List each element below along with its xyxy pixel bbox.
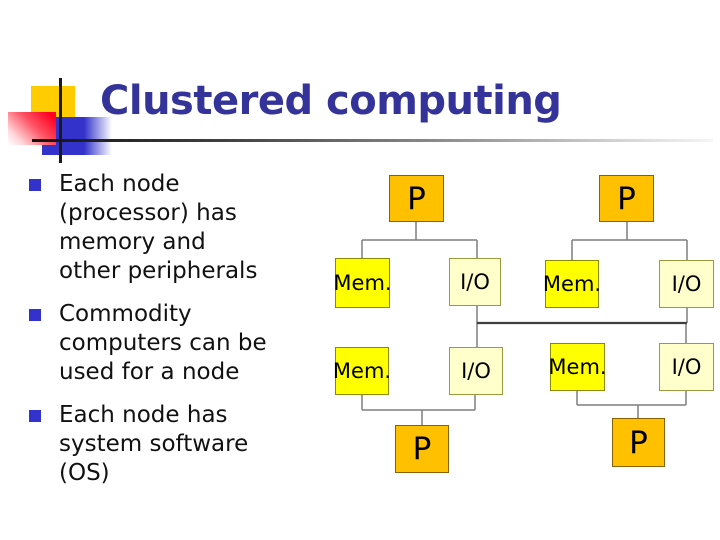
memory-box: Mem. — [333, 258, 392, 308]
memory-box: Mem. — [333, 347, 391, 395]
bullet-square-icon — [29, 308, 41, 321]
bullet-item: Commodity computers can be used for a no… — [29, 300, 267, 387]
memory-box: Mem. — [543, 260, 601, 308]
processor-box: P — [389, 175, 444, 222]
slide-title: Clustered computing — [100, 78, 562, 124]
io-box: I/O — [449, 347, 503, 395]
bullet-text: Each node (processor) has memory and oth… — [59, 171, 258, 284]
bullet-item: Each node (processor) has memory and oth… — [29, 170, 267, 286]
memory-box: Mem. — [548, 343, 607, 391]
io-box: I/O — [449, 258, 501, 306]
processor-box: P — [395, 425, 449, 473]
title-underline-rule — [32, 139, 713, 142]
decor-vertical-line — [59, 78, 62, 163]
io-box: I/O — [659, 260, 714, 308]
bullet-item: Each node has system software (OS) — [29, 401, 267, 488]
bullet-text: Commodity computers can be used for a no… — [59, 300, 267, 385]
processor-box: P — [599, 175, 654, 222]
io-box: I/O — [659, 343, 714, 391]
bullet-square-icon — [29, 179, 41, 191]
bullet-list: Each node (processor) has memory and oth… — [29, 170, 267, 502]
bullet-square-icon — [29, 409, 41, 422]
bullet-text: Each node has system software (OS) — [59, 401, 249, 486]
processor-box: P — [612, 418, 665, 467]
